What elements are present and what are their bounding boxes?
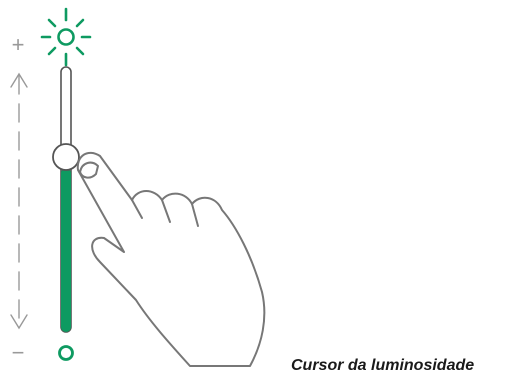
direction-arrow-icon — [11, 74, 27, 328]
pointing-hand-icon — [78, 153, 265, 366]
slider-knob[interactable] — [53, 144, 79, 170]
minus-symbol: − — [12, 340, 25, 365]
slider-fill — [61, 168, 71, 332]
dim-circle-icon — [60, 347, 73, 360]
sun-icon — [42, 9, 90, 65]
plus-symbol: + — [12, 32, 25, 57]
